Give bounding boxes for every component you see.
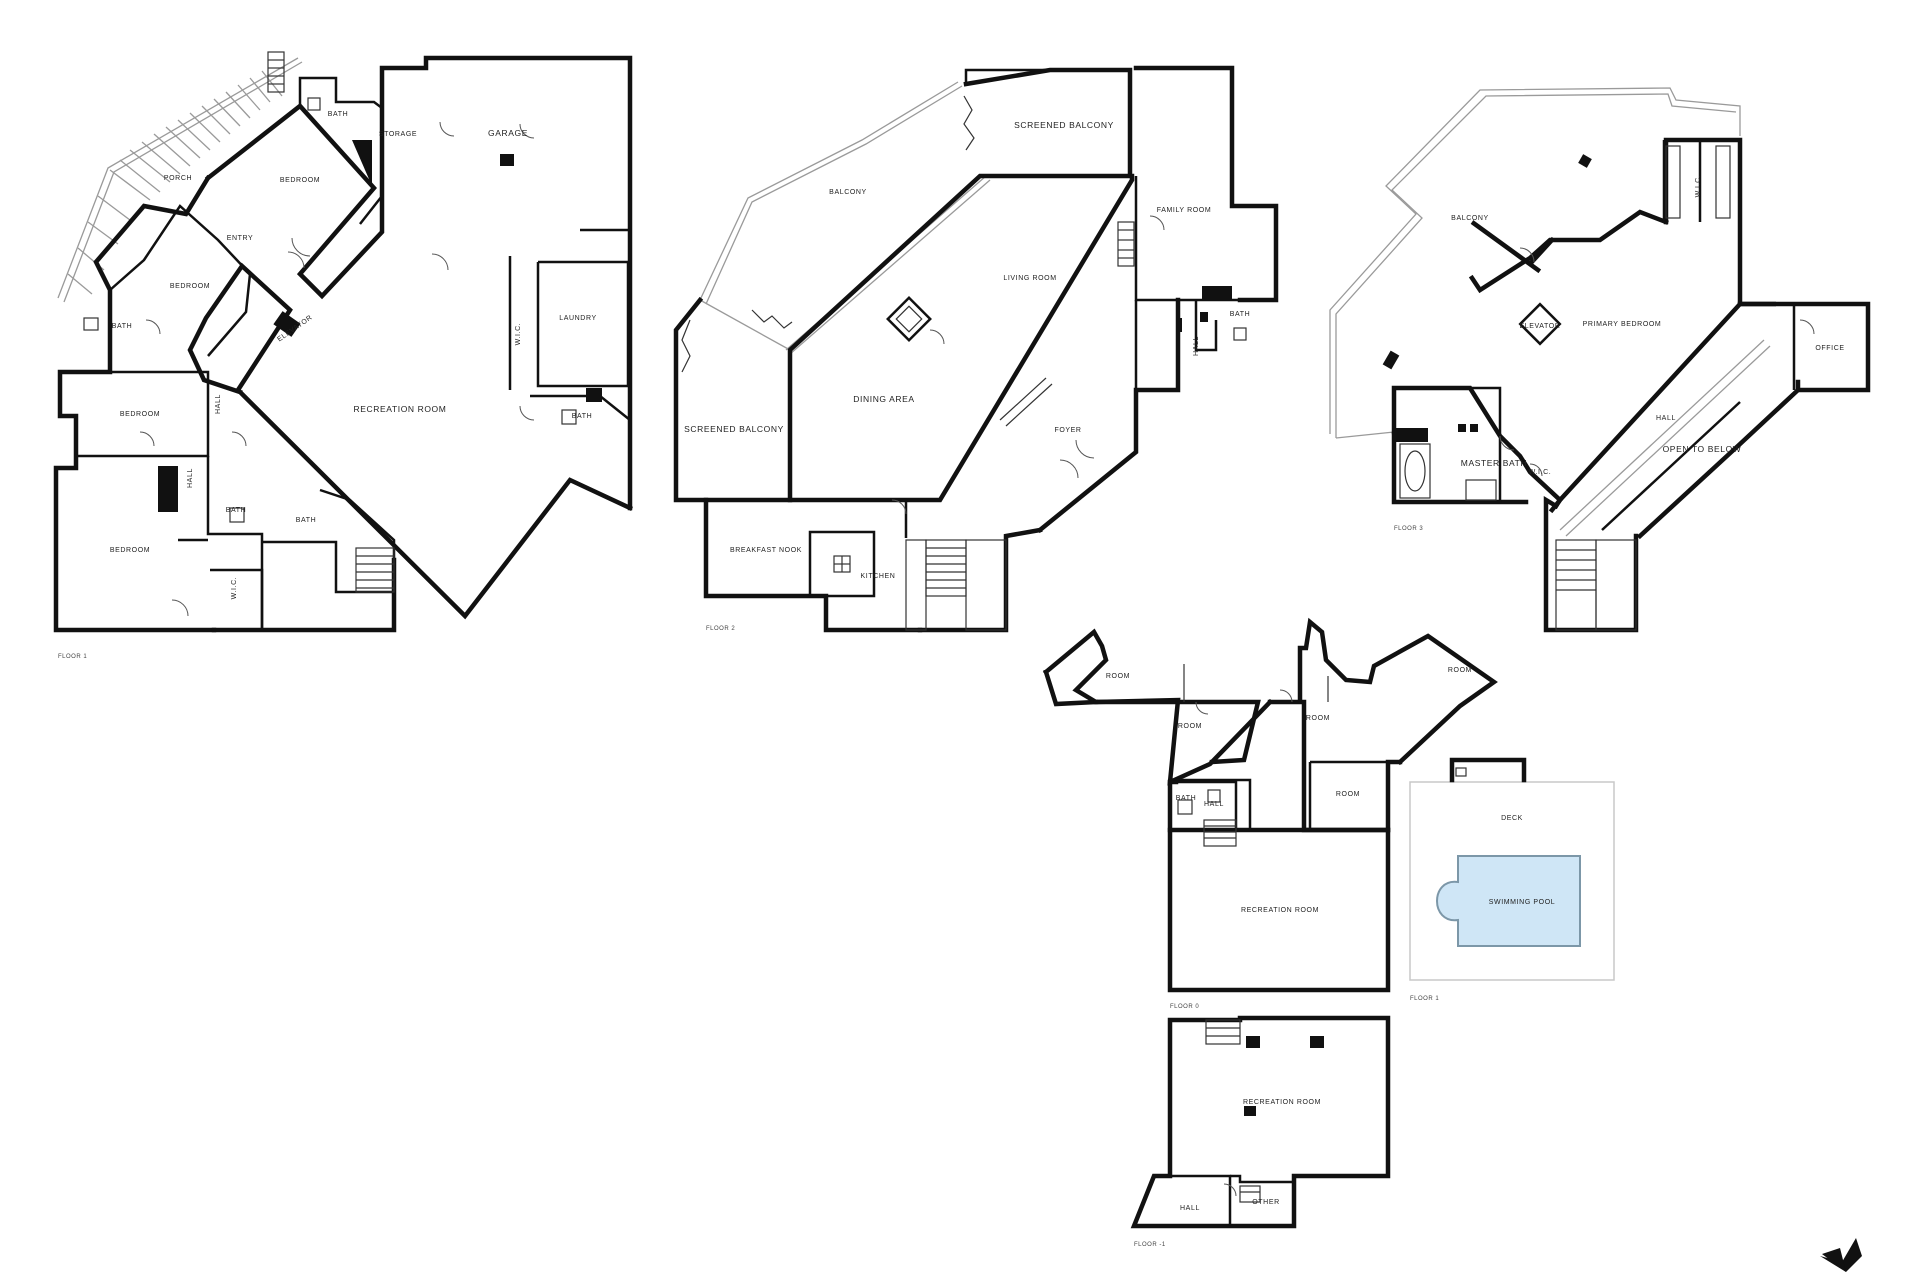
basement-other-label: OTHER: [1252, 1199, 1280, 1206]
floor1-bedroom-c-label: BEDROOM: [120, 411, 160, 418]
floor2-screened-balcony-b-label: SCREENED BALCONY: [684, 424, 784, 434]
lower-recreation-label: RECREATION ROOM: [1241, 907, 1319, 914]
floor-3-plan: BALCONY W.I.C. PRIMARY BEDROOM ELEVATOR …: [1329, 87, 1871, 633]
lower-room-left-label: ROOM: [1106, 673, 1130, 680]
floor2-screened-balcony-a-label: SCREENED BALCONY: [1014, 120, 1114, 130]
pool-floor-label: FLOOR 1: [1410, 996, 1439, 1002]
floor1-entry-label: ENTRY: [227, 235, 254, 242]
floor2-hall-label: HALL: [1193, 336, 1200, 356]
floor3-open-below-label: OPEN TO BELOW: [1663, 444, 1742, 454]
floor1-bedroom-b-label: BEDROOM: [170, 283, 210, 290]
floor2-family-label: FAMILY ROOM: [1157, 207, 1212, 214]
floor1-bath-a-label: BATH: [328, 111, 349, 118]
floor3-primary-bedroom-label: PRIMARY BEDROOM: [1583, 321, 1662, 328]
floor1-wic-a-label: W.I.C.: [515, 323, 522, 346]
floor3-floor-label: FLOOR 3: [1394, 526, 1423, 532]
floor-1-stairs: [267, 51, 395, 593]
floor1-recreation-label: RECREATION ROOM: [354, 404, 447, 414]
floor-2-plan: SCREENED BALCONY BALCONY LIVING ROOM FAM…: [673, 65, 1279, 633]
floor1-bath-b-label: BATH: [112, 323, 133, 330]
swimming-pool: [1436, 855, 1581, 947]
floor-3-stairs: [1555, 539, 1637, 631]
floor2-kitchen-label: KITCHEN: [861, 573, 896, 580]
floor2-balcony-label: BALCONY: [829, 189, 867, 196]
floor1-garage-label: GARAGE: [488, 128, 528, 138]
floor2-dining-label: DINING AREA: [853, 394, 914, 404]
lower-room-right-label: ROOM: [1448, 667, 1472, 674]
basement-hall-label: HALL: [1180, 1205, 1200, 1212]
floor1-laundry-label: LAUNDRY: [559, 315, 597, 322]
floor1-bedroom-a-label: BEDROOM: [280, 177, 320, 184]
floor3-elevator-label: ELEVATOR: [1520, 323, 1561, 330]
lower-room-c-label: ROOM: [1336, 791, 1360, 798]
floor3-wic-b-label: W.I.C.: [1529, 469, 1552, 476]
porch-deck: [57, 57, 303, 303]
basement-floor-label: FLOOR -1: [1134, 1242, 1166, 1248]
floor3-balcony-label: BALCONY: [1451, 215, 1489, 222]
basement-main-label: RECREATION ROOM: [1243, 1099, 1321, 1106]
floor1-bath-d-label: BATH: [226, 507, 247, 514]
pool-area-plan: DECK SWIMMING POOL FLOOR 1: [1409, 757, 1615, 1002]
lower-floor-label: FLOOR 0: [1170, 1004, 1199, 1010]
lower-stairs: [1203, 819, 1237, 847]
floor2-living-label: LIVING ROOM: [1003, 275, 1056, 282]
floor2-bath-label: BATH: [1230, 311, 1251, 318]
floor2-foyer-label: FOYER: [1054, 427, 1081, 434]
floor1-storage-label: STORAGE: [379, 131, 417, 138]
floor1-bath-e-label: BATH: [296, 517, 317, 524]
bird-logo-icon: [1820, 1238, 1862, 1272]
floor-1-plan: PORCH BEDROOM BATH STORAGE GARAGE ENTRY …: [53, 51, 633, 660]
floor3-office-label: OFFICE: [1815, 345, 1844, 352]
lower-level-plan: ROOM ROOM ROOM ROOM ROOM BATH HALL RECRE…: [1042, 617, 1498, 1010]
floor1-floor-label: FLOOR 1: [58, 654, 87, 660]
floor2-floor-label: FLOOR 2: [706, 626, 735, 632]
lower-hall-label: HALL: [1204, 801, 1224, 808]
floor3-master-bath-label: MASTER BATH: [1461, 458, 1527, 468]
lower-bath-label: BATH: [1176, 795, 1197, 802]
floor1-bedroom-d-label: BEDROOM: [110, 547, 150, 554]
floor3-wic-label: W.I.C.: [1695, 175, 1702, 198]
pool-label: SWIMMING POOL: [1489, 899, 1556, 906]
basement-plan: RECREATION ROOM HALL OTHER FLOOR -1: [1130, 1015, 1391, 1248]
floor1-porch-label: PORCH: [164, 175, 192, 182]
lower-room-a-label: ROOM: [1178, 723, 1202, 730]
lower-room-b-label: ROOM: [1306, 715, 1330, 722]
floor1-wic-b-label: W.I.C.: [231, 577, 238, 600]
floor1-hall-b-label: HALL: [187, 468, 194, 488]
floor-2-stairs: [905, 539, 1007, 631]
floor1-hall-a-label: HALL: [215, 394, 222, 414]
pool-deck-label: DECK: [1501, 815, 1523, 822]
floor2-breakfast-label: BREAKFAST NOOK: [730, 547, 802, 554]
floor3-hall-label: HALL: [1656, 415, 1676, 422]
floor1-bath-c-label: BATH: [572, 413, 593, 420]
